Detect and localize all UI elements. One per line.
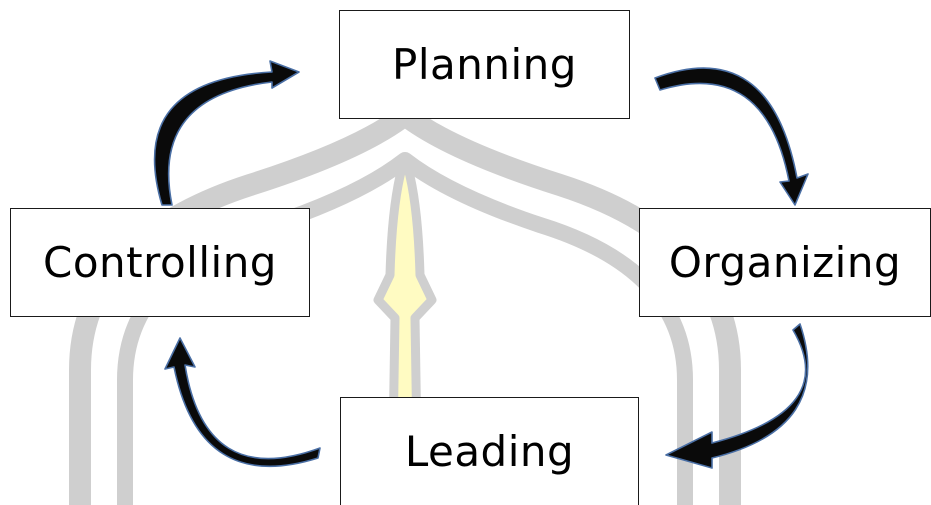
stage-planning-label: Planning xyxy=(392,40,577,89)
arrow-organizing-to-leading xyxy=(665,323,809,469)
stage-leading-box: Leading xyxy=(340,397,639,505)
stage-planning-box: Planning xyxy=(339,10,630,119)
stage-controlling-box: Controlling xyxy=(10,208,310,317)
stage-leading-label: Leading xyxy=(404,427,575,476)
arrow-planning-to-organizing xyxy=(654,67,809,206)
stage-organizing-box: Organizing xyxy=(639,208,931,317)
stage-controlling-label: Controlling xyxy=(43,238,277,287)
arrow-leading-to-controlling xyxy=(164,337,321,467)
arrow-controlling-to-planning xyxy=(153,60,300,206)
stage-organizing-label: Organizing xyxy=(668,238,902,287)
